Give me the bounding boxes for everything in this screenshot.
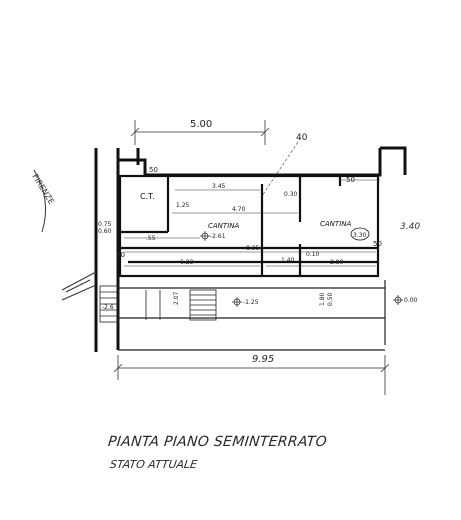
level-4: -2.6 bbox=[102, 304, 114, 311]
level-3: 0.00 bbox=[404, 297, 418, 304]
room-ct-label: C.T. bbox=[140, 192, 155, 201]
room-cantina-1-label: CANTINA bbox=[208, 222, 239, 230]
dim-060: 0.60 bbox=[98, 228, 112, 235]
stairs bbox=[99, 285, 217, 323]
dim-330: 3.30 bbox=[353, 232, 367, 239]
diagonal-marks bbox=[261, 141, 299, 197]
interior-dimension-lines bbox=[124, 179, 380, 267]
height-circle bbox=[350, 227, 370, 241]
corridor bbox=[118, 280, 386, 351]
level-2: -1.25 bbox=[243, 299, 259, 306]
bottom-dimension bbox=[113, 355, 390, 395]
drawing-title: PIANTA PIANO SEMINTERRATO bbox=[107, 434, 328, 450]
dim-125: 1.25 bbox=[176, 202, 190, 209]
dim-010: 0.10 bbox=[306, 251, 320, 258]
dim-180: 1.80 bbox=[319, 292, 326, 306]
dim-075: 0.75 bbox=[98, 221, 112, 228]
dim-140: 1.40 bbox=[281, 257, 295, 264]
street-label: FIRENZE bbox=[30, 172, 56, 206]
dim-055: .55 bbox=[146, 235, 156, 242]
dim-030: 0.30 bbox=[284, 191, 298, 198]
dim-050: 0.50 bbox=[327, 292, 334, 306]
level-marker-2 bbox=[232, 297, 242, 307]
dim-280: 2.80 bbox=[330, 259, 344, 266]
wall-50-b: 50 bbox=[346, 176, 355, 184]
inner-walls bbox=[118, 174, 380, 278]
dim-623: 6.23 bbox=[180, 259, 194, 266]
bottom-dim-label: 9.95 bbox=[252, 354, 274, 365]
top-dimension bbox=[130, 120, 270, 145]
level-marker-3 bbox=[393, 295, 403, 305]
dim-470: 4.70 bbox=[232, 206, 246, 213]
level-1: -2.61 bbox=[210, 233, 226, 240]
right-dim: 3.40 bbox=[400, 222, 420, 232]
wall-50-d: 50 bbox=[116, 251, 125, 259]
ramp-hatching bbox=[61, 271, 97, 301]
wall-40-label: 40 bbox=[296, 133, 308, 143]
dim-345: 3.45 bbox=[212, 183, 226, 190]
street-arc bbox=[33, 169, 47, 233]
dim-835: 8.35 bbox=[246, 245, 260, 252]
drawing-subtitle: STATO ATTUALE bbox=[109, 458, 199, 471]
top-dim-label: 5.00 bbox=[190, 119, 212, 130]
level-marker-1 bbox=[200, 231, 210, 241]
wall-50-a: 50 bbox=[149, 166, 158, 174]
wall-50-c: 50 bbox=[373, 240, 382, 248]
dim-207: 2.07 bbox=[173, 291, 180, 305]
room-cantina-2-label: CANTINA bbox=[320, 220, 351, 228]
